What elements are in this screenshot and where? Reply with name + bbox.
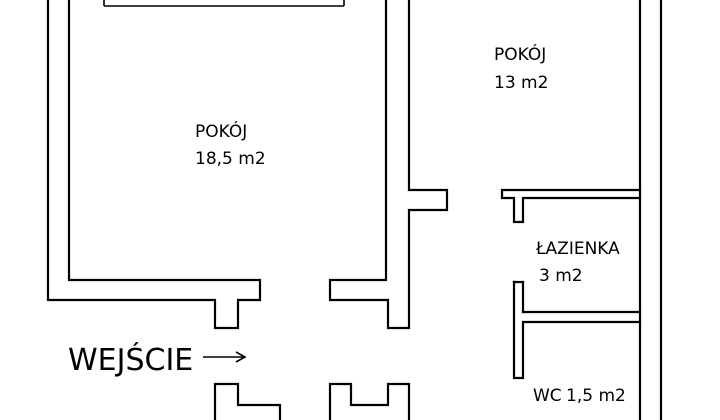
entrance-arrow-icon: [203, 351, 247, 363]
room-2-walls: [500, 0, 663, 420]
room-3-name: ŁAZIENKA: [535, 239, 620, 259]
corridor-walls: [213, 382, 411, 420]
room-2-area: 13 m2: [494, 73, 548, 93]
bathroom-walls: [512, 280, 642, 380]
room-2-name: POKÓJ: [494, 43, 546, 65]
room-1-area: 18,5 m2: [195, 149, 266, 169]
room-1-name: POKÓJ: [195, 120, 247, 142]
room-1-walls: [46, 0, 449, 330]
entrance-label: WEJŚCIE: [68, 341, 193, 378]
room-3-area: 3 m2: [539, 266, 583, 286]
room-4-name: WC: [533, 386, 562, 406]
room-4-area: 1,5 m2: [566, 386, 626, 406]
